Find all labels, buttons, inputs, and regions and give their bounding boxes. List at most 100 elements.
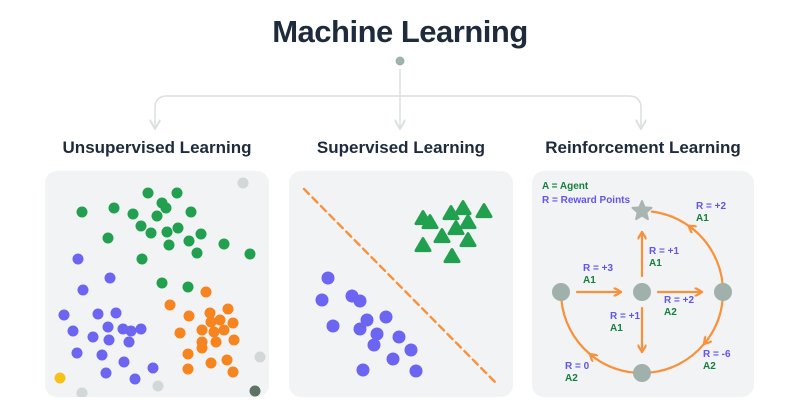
circle-point xyxy=(353,322,367,336)
green-cluster-point xyxy=(244,248,256,260)
purple-cluster-point xyxy=(77,284,89,296)
purple-cluster-point xyxy=(104,272,116,284)
green-cluster-point xyxy=(102,232,114,244)
purple-cluster-point xyxy=(71,347,83,359)
green-cluster-point xyxy=(160,202,172,214)
orange-cluster-point xyxy=(205,316,217,328)
noise-gray-point xyxy=(76,387,88,397)
purple-cluster-point xyxy=(147,362,159,374)
state-node-right xyxy=(714,283,732,301)
orange-cluster-point xyxy=(214,314,226,326)
triangle-point xyxy=(454,200,472,216)
orange-cluster-point xyxy=(228,334,240,346)
orange-cluster-point xyxy=(208,326,220,338)
green-cluster-point xyxy=(76,206,88,218)
green-cluster-point xyxy=(182,281,194,293)
noise-gray-point xyxy=(237,177,249,189)
green-cluster-point xyxy=(136,253,148,265)
orange-cluster-point xyxy=(221,354,233,366)
reinforcement-legend: A = Agent R = Reward Points xyxy=(542,180,630,208)
orange-cluster-point xyxy=(182,363,194,375)
unsupervised-scatter-plot xyxy=(54,177,266,397)
orange-cluster-point xyxy=(222,303,234,315)
triangle-point xyxy=(459,214,477,230)
circle-point xyxy=(370,327,384,341)
purple-cluster-point xyxy=(96,349,108,361)
orange-cluster-point xyxy=(164,299,176,311)
action-value: A1 xyxy=(649,258,662,269)
purple-cluster-point xyxy=(129,373,141,385)
orange-cluster-point xyxy=(200,286,212,298)
circle-point xyxy=(326,319,340,333)
green-cluster-point xyxy=(161,226,173,238)
state-node-bottom xyxy=(633,364,651,382)
reward-value: R = +2 xyxy=(664,295,695,306)
state-node-left xyxy=(552,283,570,301)
purple-cluster-point xyxy=(67,325,79,337)
green-cluster-point xyxy=(127,208,139,220)
triangle-point xyxy=(421,214,439,230)
action-value: A1 xyxy=(610,323,623,334)
reward-value: R = +1 xyxy=(610,311,641,322)
unsupervised-scatter-panel xyxy=(45,171,269,397)
noise-dark-point xyxy=(249,385,261,397)
orange-cluster-point xyxy=(196,324,208,336)
reward-value: R = -6 xyxy=(703,349,731,360)
reward-value: R = +2 xyxy=(696,201,727,212)
circle-point xyxy=(409,364,423,378)
decision-boundary-line xyxy=(302,187,497,384)
page-title: Machine Learning xyxy=(272,14,528,49)
reward-value: R = +1 xyxy=(649,246,680,257)
purple-cluster-point xyxy=(110,307,122,319)
noise-gray-point xyxy=(152,380,164,392)
goal-star-icon xyxy=(631,200,653,221)
green-cluster-point xyxy=(172,222,184,234)
branch-arrow-left xyxy=(155,95,400,129)
rl-arc-bottom-left xyxy=(560,298,591,356)
branch-arrow-right xyxy=(400,95,641,129)
circle-point xyxy=(386,352,400,366)
rl-arc-right-bottom xyxy=(648,343,706,374)
reinforcement-graph xyxy=(552,200,732,382)
triangle-point xyxy=(443,248,461,264)
orange-cluster-point xyxy=(210,336,222,348)
supervised-scatter-panel xyxy=(289,171,513,397)
green-cluster-point xyxy=(218,238,230,250)
orange-cluster-point xyxy=(204,307,216,319)
green-cluster-point xyxy=(195,228,207,240)
circle-point xyxy=(315,293,329,307)
rl-arc-right-goal xyxy=(650,210,690,227)
action-value: A2 xyxy=(703,361,716,372)
purple-cluster-point xyxy=(92,308,104,320)
purple-cluster-point xyxy=(135,323,147,335)
green-cluster-point xyxy=(145,227,157,239)
action-value: A2 xyxy=(565,373,578,384)
circle-point xyxy=(353,294,367,308)
green-cluster-point xyxy=(171,187,183,199)
circle-point xyxy=(321,271,335,285)
action-value: A1 xyxy=(583,275,596,286)
supervised-scatter-plot xyxy=(302,187,497,384)
legend-agent: A = Agent xyxy=(542,181,589,192)
state-node-center xyxy=(633,283,651,301)
green-cluster-point xyxy=(135,220,147,232)
orange-cluster-point xyxy=(227,366,239,378)
triangle-point xyxy=(459,232,477,248)
legend-reward: R = Reward Points xyxy=(542,195,631,206)
noise-gray-point xyxy=(254,351,266,363)
purple-cluster-point xyxy=(103,334,115,346)
green-cluster-point xyxy=(183,235,195,247)
orange-cluster-point xyxy=(182,348,194,360)
green-cluster-point xyxy=(156,277,168,289)
section-title-reinforcement: Reinforcement Learning xyxy=(545,138,741,157)
green-cluster-point xyxy=(142,187,154,199)
branch-connector xyxy=(0,56,800,135)
orange-cluster-point xyxy=(218,324,230,336)
